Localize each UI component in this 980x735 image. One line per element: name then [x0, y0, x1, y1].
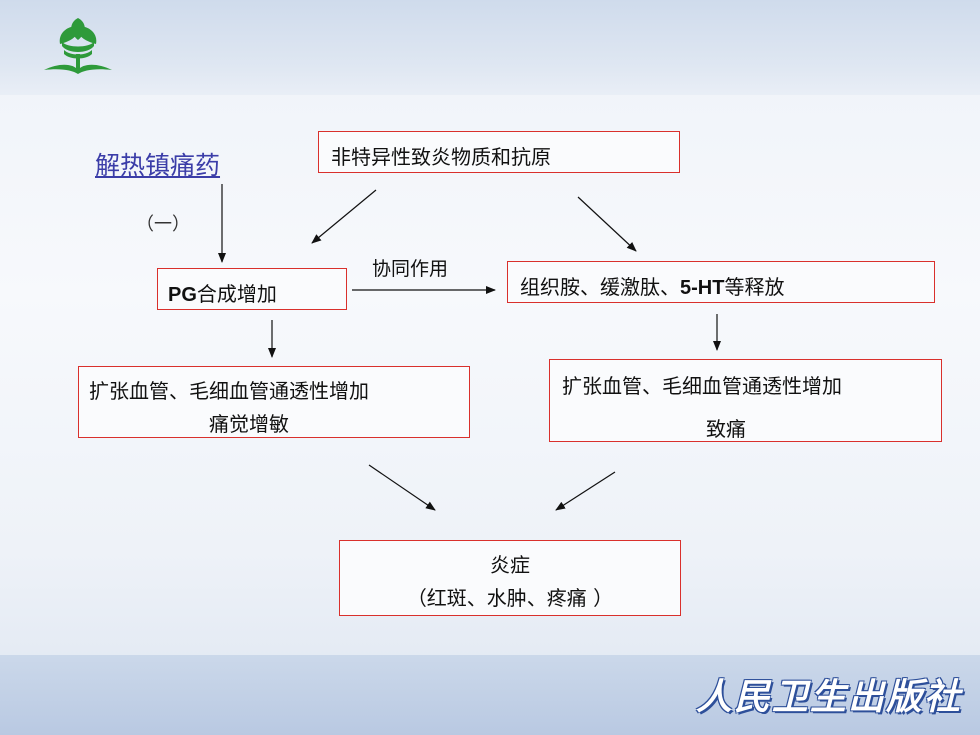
arrow-top-to-histamine	[577, 196, 637, 252]
label-one: （一）	[136, 214, 190, 235]
label-synergy: 协同作用	[372, 258, 449, 280]
leaf-logo-icon	[44, 18, 112, 74]
serotonin-text: 5-HT	[680, 277, 725, 299]
box-right-effect: 扩张血管、毛细血管通透性增加 致痛	[549, 359, 942, 442]
box-pg-synthesis: PG合成增加	[157, 268, 347, 310]
box-histamine-release: 组织胺、缓激肽、5-HT等释放	[507, 261, 935, 303]
histamine-post-text: 等释放	[724, 275, 785, 299]
publisher-logo: 人民卫生出版社	[696, 676, 963, 718]
box-text-line2: 致痛	[706, 417, 746, 441]
box-text-line1: 炎症	[490, 553, 530, 577]
arrow-right-to-inflammation	[555, 471, 616, 511]
pg-text: PG	[168, 284, 197, 306]
box-text: 组织胺、缓激肽、5-HT等释放	[520, 271, 934, 300]
histamine-pre-text: 组织胺、缓激肽、	[520, 275, 680, 299]
box-text-line1: 扩张血管、毛细血管通透性增加	[89, 379, 369, 403]
box-text: PG合成增加	[168, 278, 346, 307]
arrow-left-to-inflammation	[368, 464, 436, 511]
footer-band	[0, 655, 980, 735]
title-link[interactable]: 解热镇痛药	[95, 151, 221, 180]
arrow-top-to-pg	[311, 189, 377, 244]
box-text-line2: （红斑、水肿、疼痛 ）	[406, 586, 614, 610]
box-text-line1: 扩张血管、毛细血管通透性增加	[562, 374, 842, 398]
box-text-line2: 痛觉增敏	[209, 412, 289, 436]
box-text: 非特异性致炎物质和抗原	[331, 145, 551, 169]
box-nonspecific-antigen: 非特异性致炎物质和抗原	[318, 131, 680, 173]
box-inflammation: 炎症 （红斑、水肿、疼痛 ）	[339, 540, 681, 616]
header-band	[0, 0, 980, 95]
pg-rest-text: 合成增加	[196, 282, 277, 306]
box-left-effect: 扩张血管、毛细血管通透性增加 痛觉增敏	[78, 366, 470, 438]
